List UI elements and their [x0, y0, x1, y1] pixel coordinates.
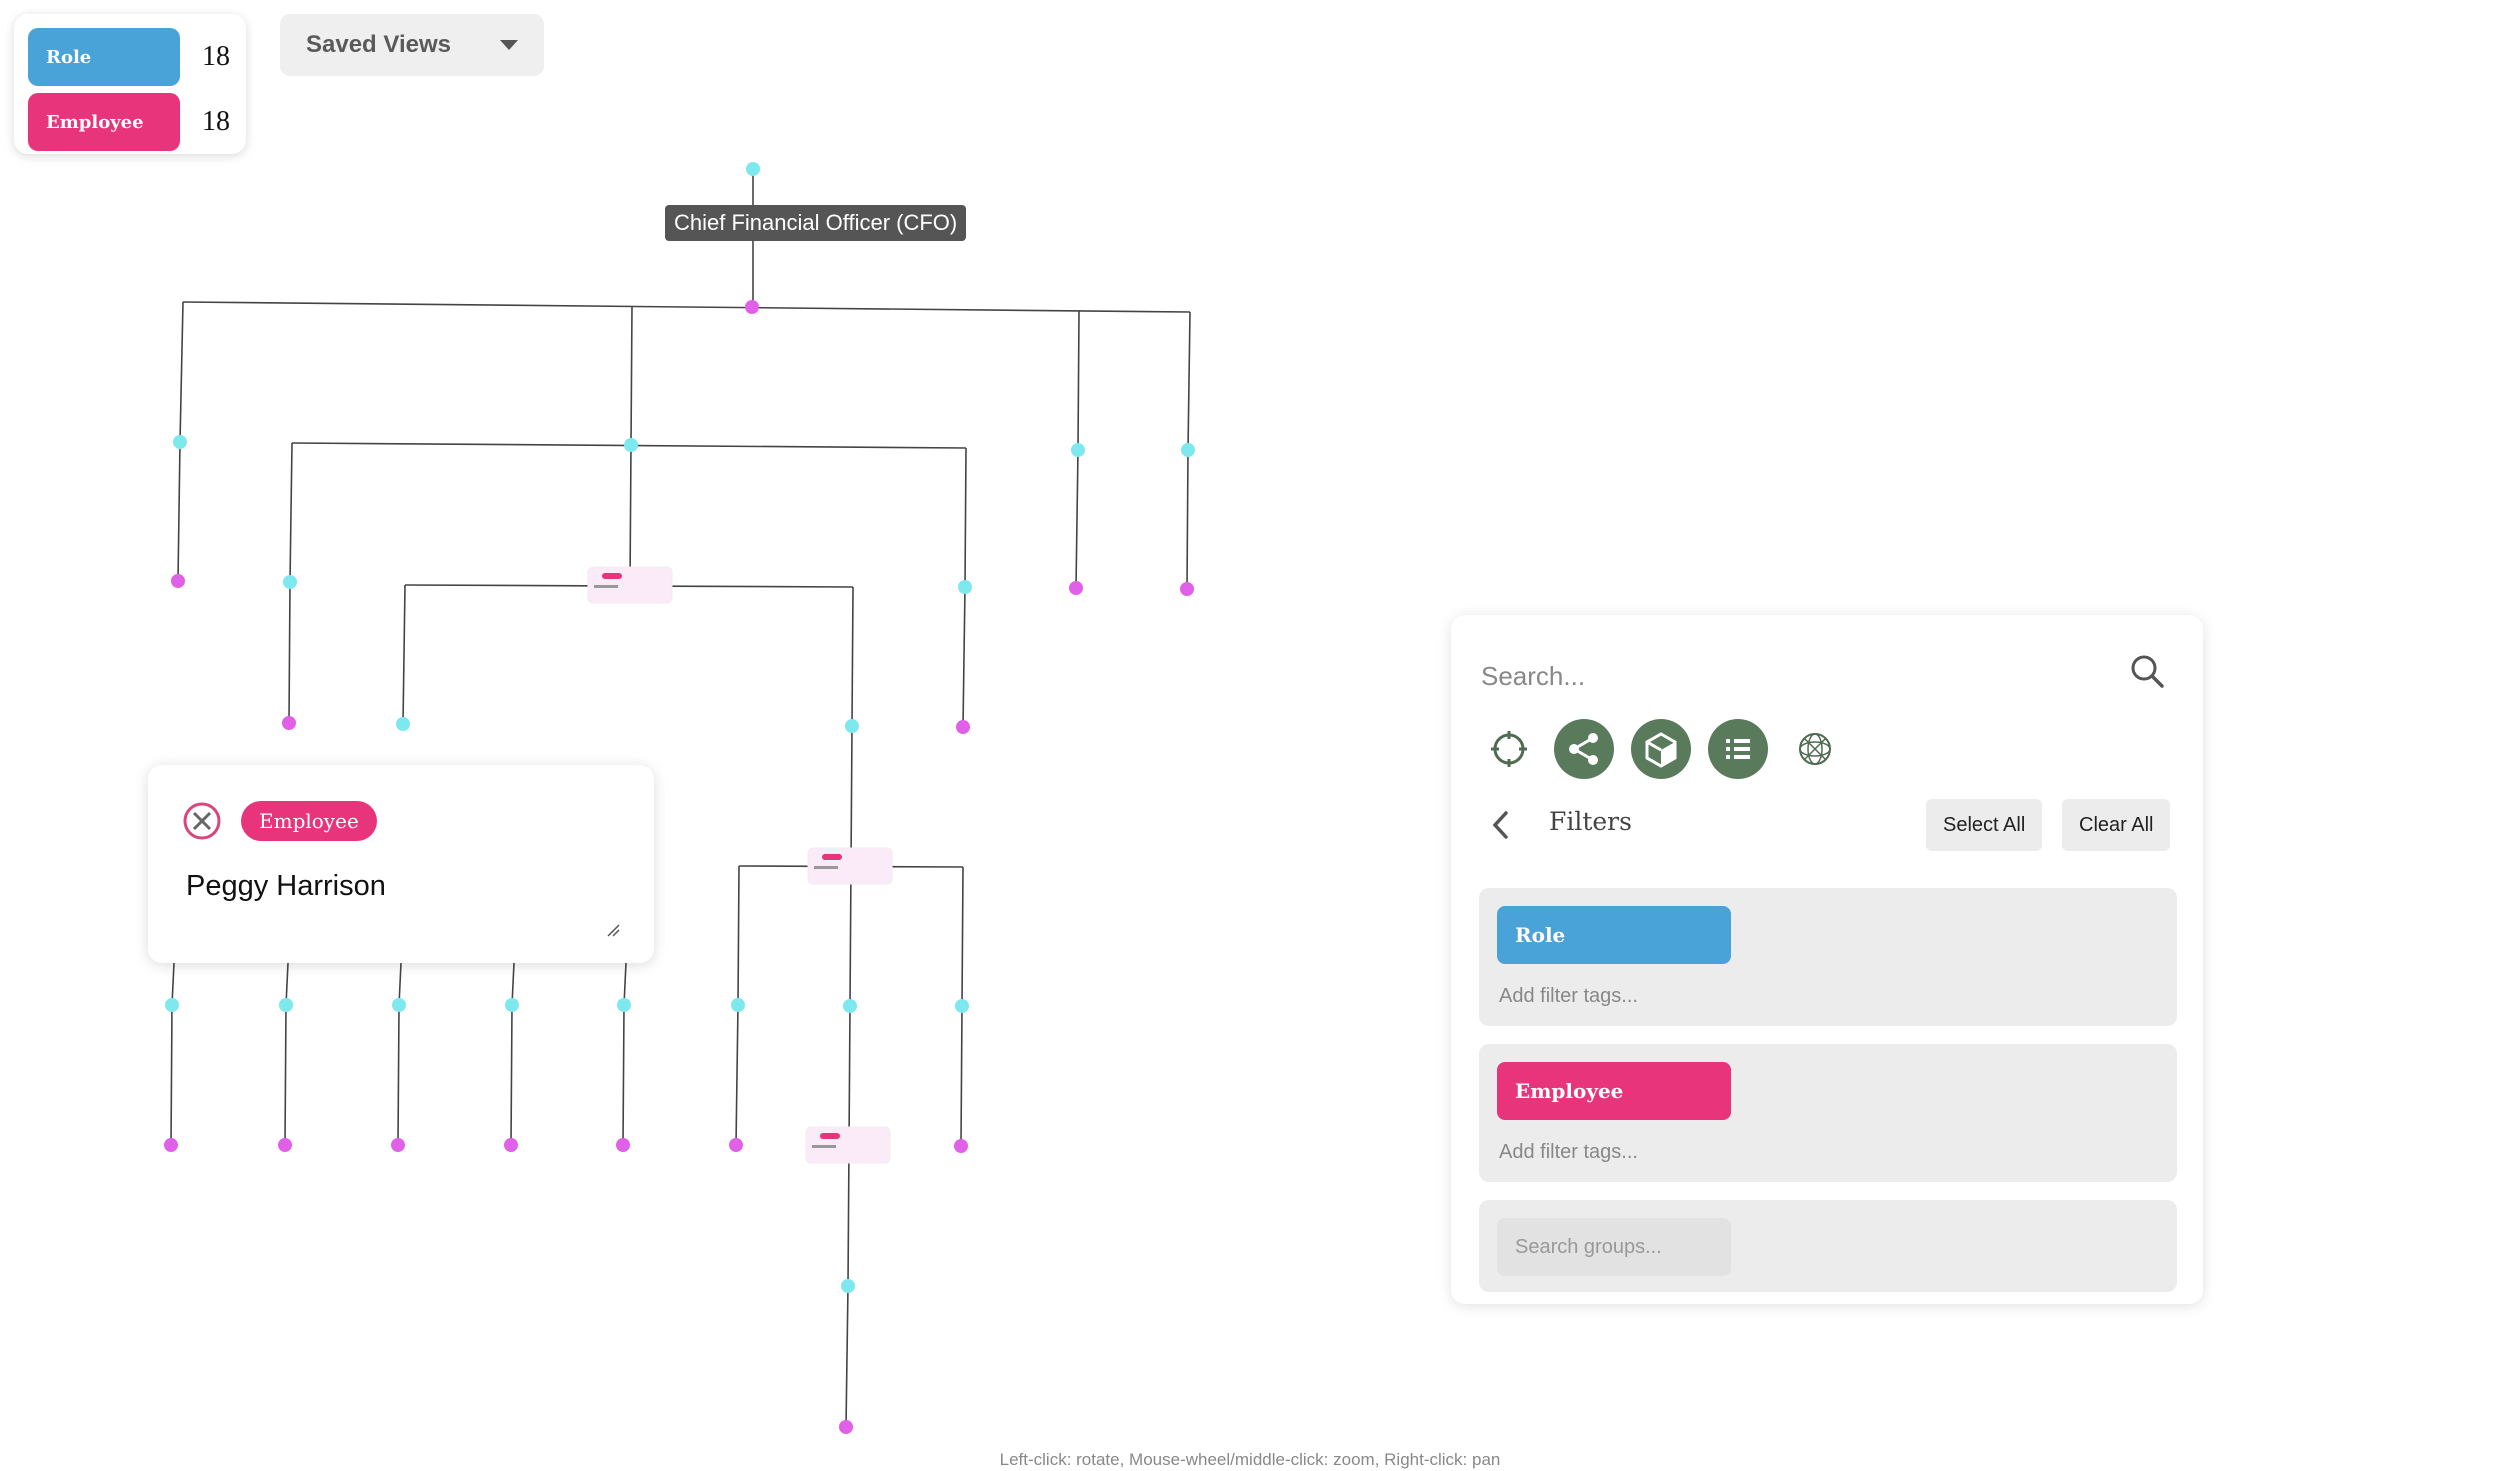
employee-node[interactable]: [504, 1138, 518, 1152]
graph-edge: [510, 962, 515, 1146]
graph-edge: [284, 962, 289, 1146]
role-node[interactable]: [841, 1279, 855, 1293]
share-graph-icon: [1569, 733, 1598, 765]
employee-node[interactable]: [616, 1138, 630, 1152]
role-node[interactable]: [731, 998, 745, 1012]
role-node[interactable]: [624, 438, 638, 452]
legend-count-employee: 18: [202, 106, 230, 137]
resize-handle-icon[interactable]: [606, 923, 620, 937]
select-all-button[interactable]: Select All: [1926, 799, 2043, 851]
crosshair-icon[interactable]: [1479, 719, 1539, 779]
saved-views-label: Saved Views: [306, 31, 451, 58]
graph-edge: [402, 584, 406, 725]
employee-node[interactable]: [282, 716, 296, 730]
chevron-left-icon[interactable]: [1489, 809, 1511, 841]
employee-node[interactable]: [954, 1139, 968, 1153]
role-filter-tags-input[interactable]: [1497, 980, 2001, 1012]
cube-button[interactable]: [1631, 719, 1691, 779]
legend-count-role: 18: [202, 41, 230, 72]
employee-type-badge: Employee: [241, 801, 377, 841]
role-node[interactable]: [845, 719, 859, 733]
filters-title: Filters: [1549, 807, 1632, 836]
search-groups-input[interactable]: [1497, 1218, 1731, 1276]
graph-mini-cards: [587, 566, 893, 1164]
graph-edge: [170, 962, 175, 1146]
employee-filter-tags-input[interactable]: [1497, 1136, 2001, 1168]
share-graph-button[interactable]: [1554, 719, 1614, 779]
role-node[interactable]: [283, 575, 297, 589]
list-view-button[interactable]: [1708, 719, 1768, 779]
graph-edge: [622, 962, 627, 1146]
filters-header: Filters Select All Clear All: [1451, 795, 2203, 855]
close-circle-icon[interactable]: [182, 801, 222, 841]
filter-chip-employee[interactable]: Employee: [1497, 1062, 1731, 1120]
mini-employee-card[interactable]: [805, 1126, 891, 1164]
employee-detail-card: Employee Peggy Harrison: [148, 765, 654, 963]
role-node[interactable]: [617, 998, 631, 1012]
cube-icon: [1645, 732, 1677, 768]
graph-edge: [182, 301, 1191, 313]
role-node[interactable]: [165, 998, 179, 1012]
graph-nodes: [164, 162, 1195, 1434]
role-node[interactable]: [173, 435, 187, 449]
search-input[interactable]: [1479, 651, 2123, 701]
employee-node[interactable]: [391, 1138, 405, 1152]
employee-node[interactable]: [839, 1420, 853, 1434]
role-node[interactable]: [279, 998, 293, 1012]
employee-node[interactable]: [729, 1138, 743, 1152]
employee-node[interactable]: [1069, 581, 1083, 595]
filter-chip-role[interactable]: Role: [1497, 906, 1731, 964]
node-hover-tooltip: Chief Financial Officer (CFO): [665, 205, 967, 241]
node-type-legend: Role 18 Employee 18: [14, 14, 246, 154]
legend-chip-role: Role: [28, 28, 180, 86]
controls-hint: Left-click: rotate, Mouse-wheel/middle-c…: [999, 1450, 1501, 1469]
mini-employee-card[interactable]: [807, 847, 893, 885]
search-icon[interactable]: [2127, 651, 2167, 691]
filter-group-employee: Employee: [1479, 1044, 2177, 1182]
filter-group-role: Role: [1479, 888, 2177, 1026]
legend-chip-employee: Employee: [28, 93, 180, 151]
employee-node[interactable]: [956, 720, 970, 734]
employee-name: Peggy Harrison: [186, 870, 386, 902]
role-node[interactable]: [1181, 443, 1195, 457]
clear-all-button[interactable]: Clear All: [2062, 799, 2171, 851]
role-node[interactable]: [746, 162, 760, 176]
employee-node[interactable]: [1180, 582, 1194, 596]
mini-employee-card[interactable]: [587, 566, 673, 604]
legend-item-role[interactable]: Role 18: [28, 28, 230, 86]
role-node[interactable]: [392, 998, 406, 1012]
caret-down-icon: [500, 40, 518, 50]
role-node[interactable]: [1071, 443, 1085, 457]
role-node[interactable]: [505, 998, 519, 1012]
role-node[interactable]: [958, 580, 972, 594]
legend-item-employee[interactable]: Employee 18: [28, 93, 230, 151]
groups-search-block: [1479, 1200, 2177, 1292]
search-filter-panel: Filters Select All Clear All Role Employ…: [1451, 615, 2203, 1304]
employee-node[interactable]: [171, 574, 185, 588]
role-node[interactable]: [955, 999, 969, 1013]
employee-node[interactable]: [278, 1138, 292, 1152]
role-node[interactable]: [843, 999, 857, 1013]
employee-node[interactable]: [164, 1138, 178, 1152]
employee-node[interactable]: [745, 300, 759, 314]
graph-edge: [397, 962, 402, 1146]
saved-views-dropdown[interactable]: Saved Views: [280, 14, 544, 76]
role-node[interactable]: [396, 717, 410, 731]
network-globe-icon[interactable]: [1785, 719, 1845, 779]
list-icon: [1726, 739, 1750, 759]
